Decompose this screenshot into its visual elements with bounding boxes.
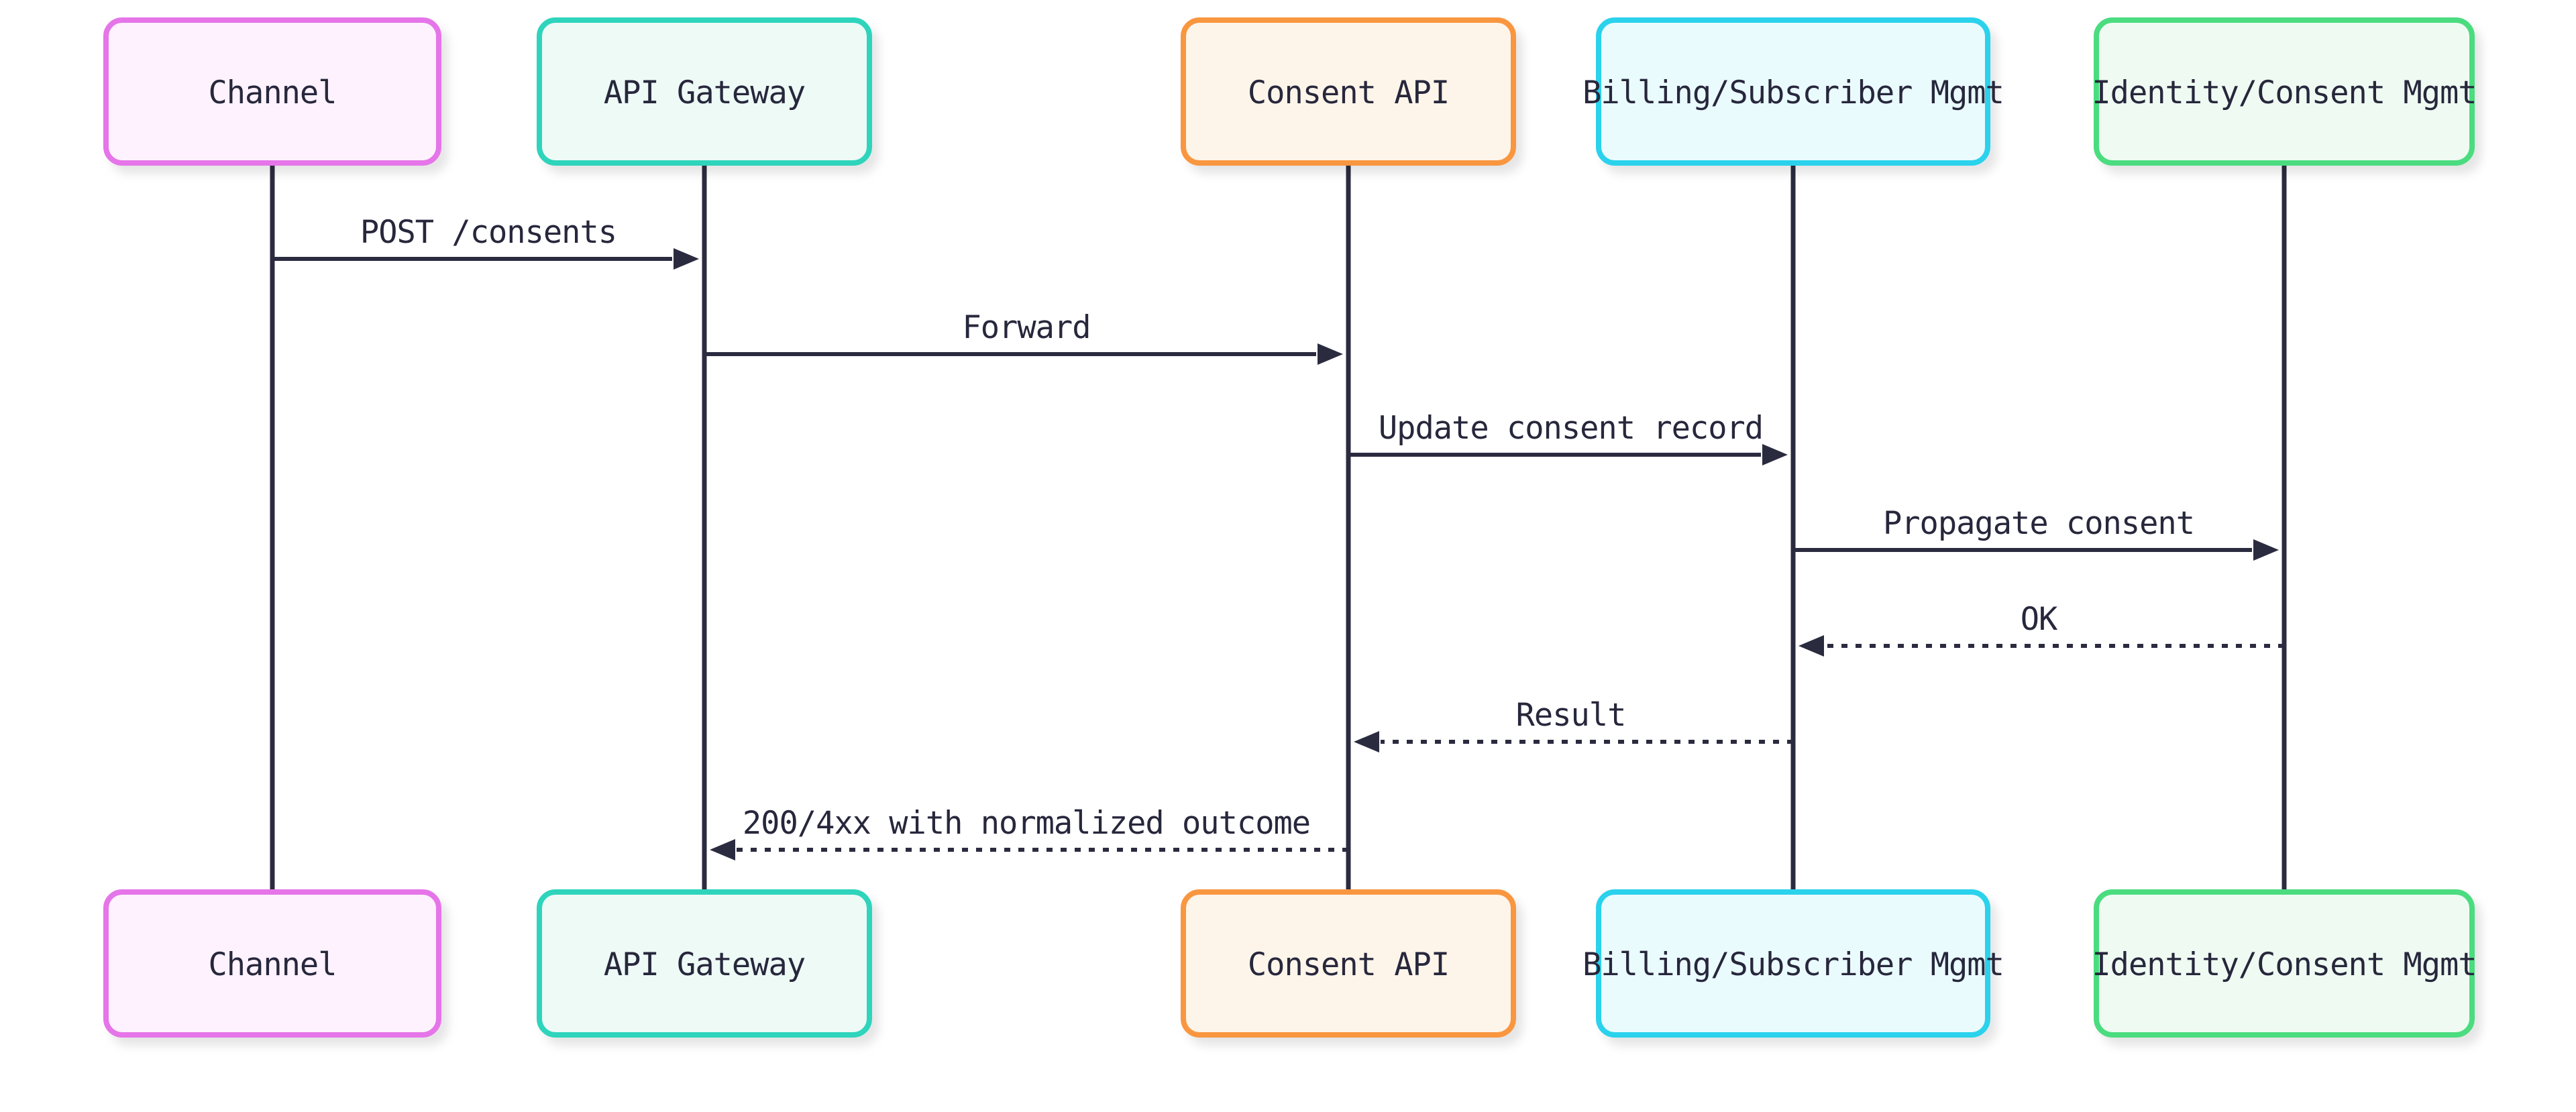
actor-label: Billing/Subscriber Mgmt (1582, 946, 2004, 983)
actor-label: Billing/Subscriber Mgmt (1582, 74, 2004, 111)
actor-box (537, 17, 872, 166)
message-forward: Forward (704, 309, 1343, 365)
arrowhead-icon (1354, 731, 1379, 753)
actor-box (1596, 889, 1990, 1038)
actor-identity-consent-mgmt-top: Identity/Consent Mgmt (2092, 17, 2477, 166)
message-label: Propagate consent (1883, 505, 2194, 542)
actor-label: Channel (208, 74, 336, 111)
message-200-4xx-with-normalized-outcome: 200/4xx with normalized outcome (710, 805, 1348, 860)
actor-channel-top: Channel (103, 17, 441, 166)
arrowhead-icon (2253, 539, 2279, 561)
message-label: Result (1516, 697, 1626, 734)
actor-api-gateway-top: API Gateway (537, 17, 872, 166)
actor-label: Consent API (1248, 74, 1449, 111)
actor-box (2094, 17, 2475, 166)
message-label: 200/4xx with normalized outcome (743, 805, 1310, 842)
actor-billing-subscriber-mgmt-top: Billing/Subscriber Mgmt (1582, 17, 2004, 166)
actor-label: API Gateway (604, 946, 805, 983)
message-label: Update consent record (1379, 410, 1763, 447)
message-post-consents: POST /consents (272, 214, 699, 270)
message-update-consent-record: Update consent record (1348, 410, 1788, 465)
actor-box (1181, 889, 1516, 1038)
actor-label: Identity/Consent Mgmt (2092, 74, 2476, 111)
actor-consent-api-top: Consent API (1181, 17, 1516, 166)
actor-channel-bottom: Channel (103, 889, 441, 1038)
actor-box (537, 889, 872, 1038)
actor-label: API Gateway (604, 74, 805, 111)
message-label: POST /consents (360, 214, 616, 251)
actor-api-gateway-bottom: API Gateway (537, 889, 872, 1038)
arrowhead-icon (1799, 635, 1824, 657)
actor-label: Consent API (1248, 946, 1449, 983)
message-ok: OK (1799, 601, 2284, 657)
actor-billing-subscriber-mgmt-bottom: Billing/Subscriber Mgmt (1582, 889, 2004, 1038)
message-label: OK (2021, 601, 2058, 638)
message-label: Forward (962, 309, 1090, 346)
message-result: Result (1354, 697, 1793, 753)
actor-label: Identity/Consent Mgmt (2092, 946, 2476, 983)
message-propagate-consent: Propagate consent (1793, 505, 2279, 561)
arrowhead-icon (1318, 343, 1343, 365)
actor-identity-consent-mgmt-bottom: Identity/Consent Mgmt (2092, 889, 2477, 1038)
actor-label: Channel (208, 946, 336, 983)
arrowhead-icon (674, 248, 699, 270)
actor-box (1596, 17, 1990, 166)
arrowhead-icon (710, 839, 735, 860)
actor-box (103, 889, 441, 1038)
actor-box (2094, 889, 2475, 1038)
arrowhead-icon (1762, 444, 1788, 465)
actor-box (1181, 17, 1516, 166)
actor-box (103, 17, 441, 166)
actor-consent-api-bottom: Consent API (1181, 889, 1516, 1038)
